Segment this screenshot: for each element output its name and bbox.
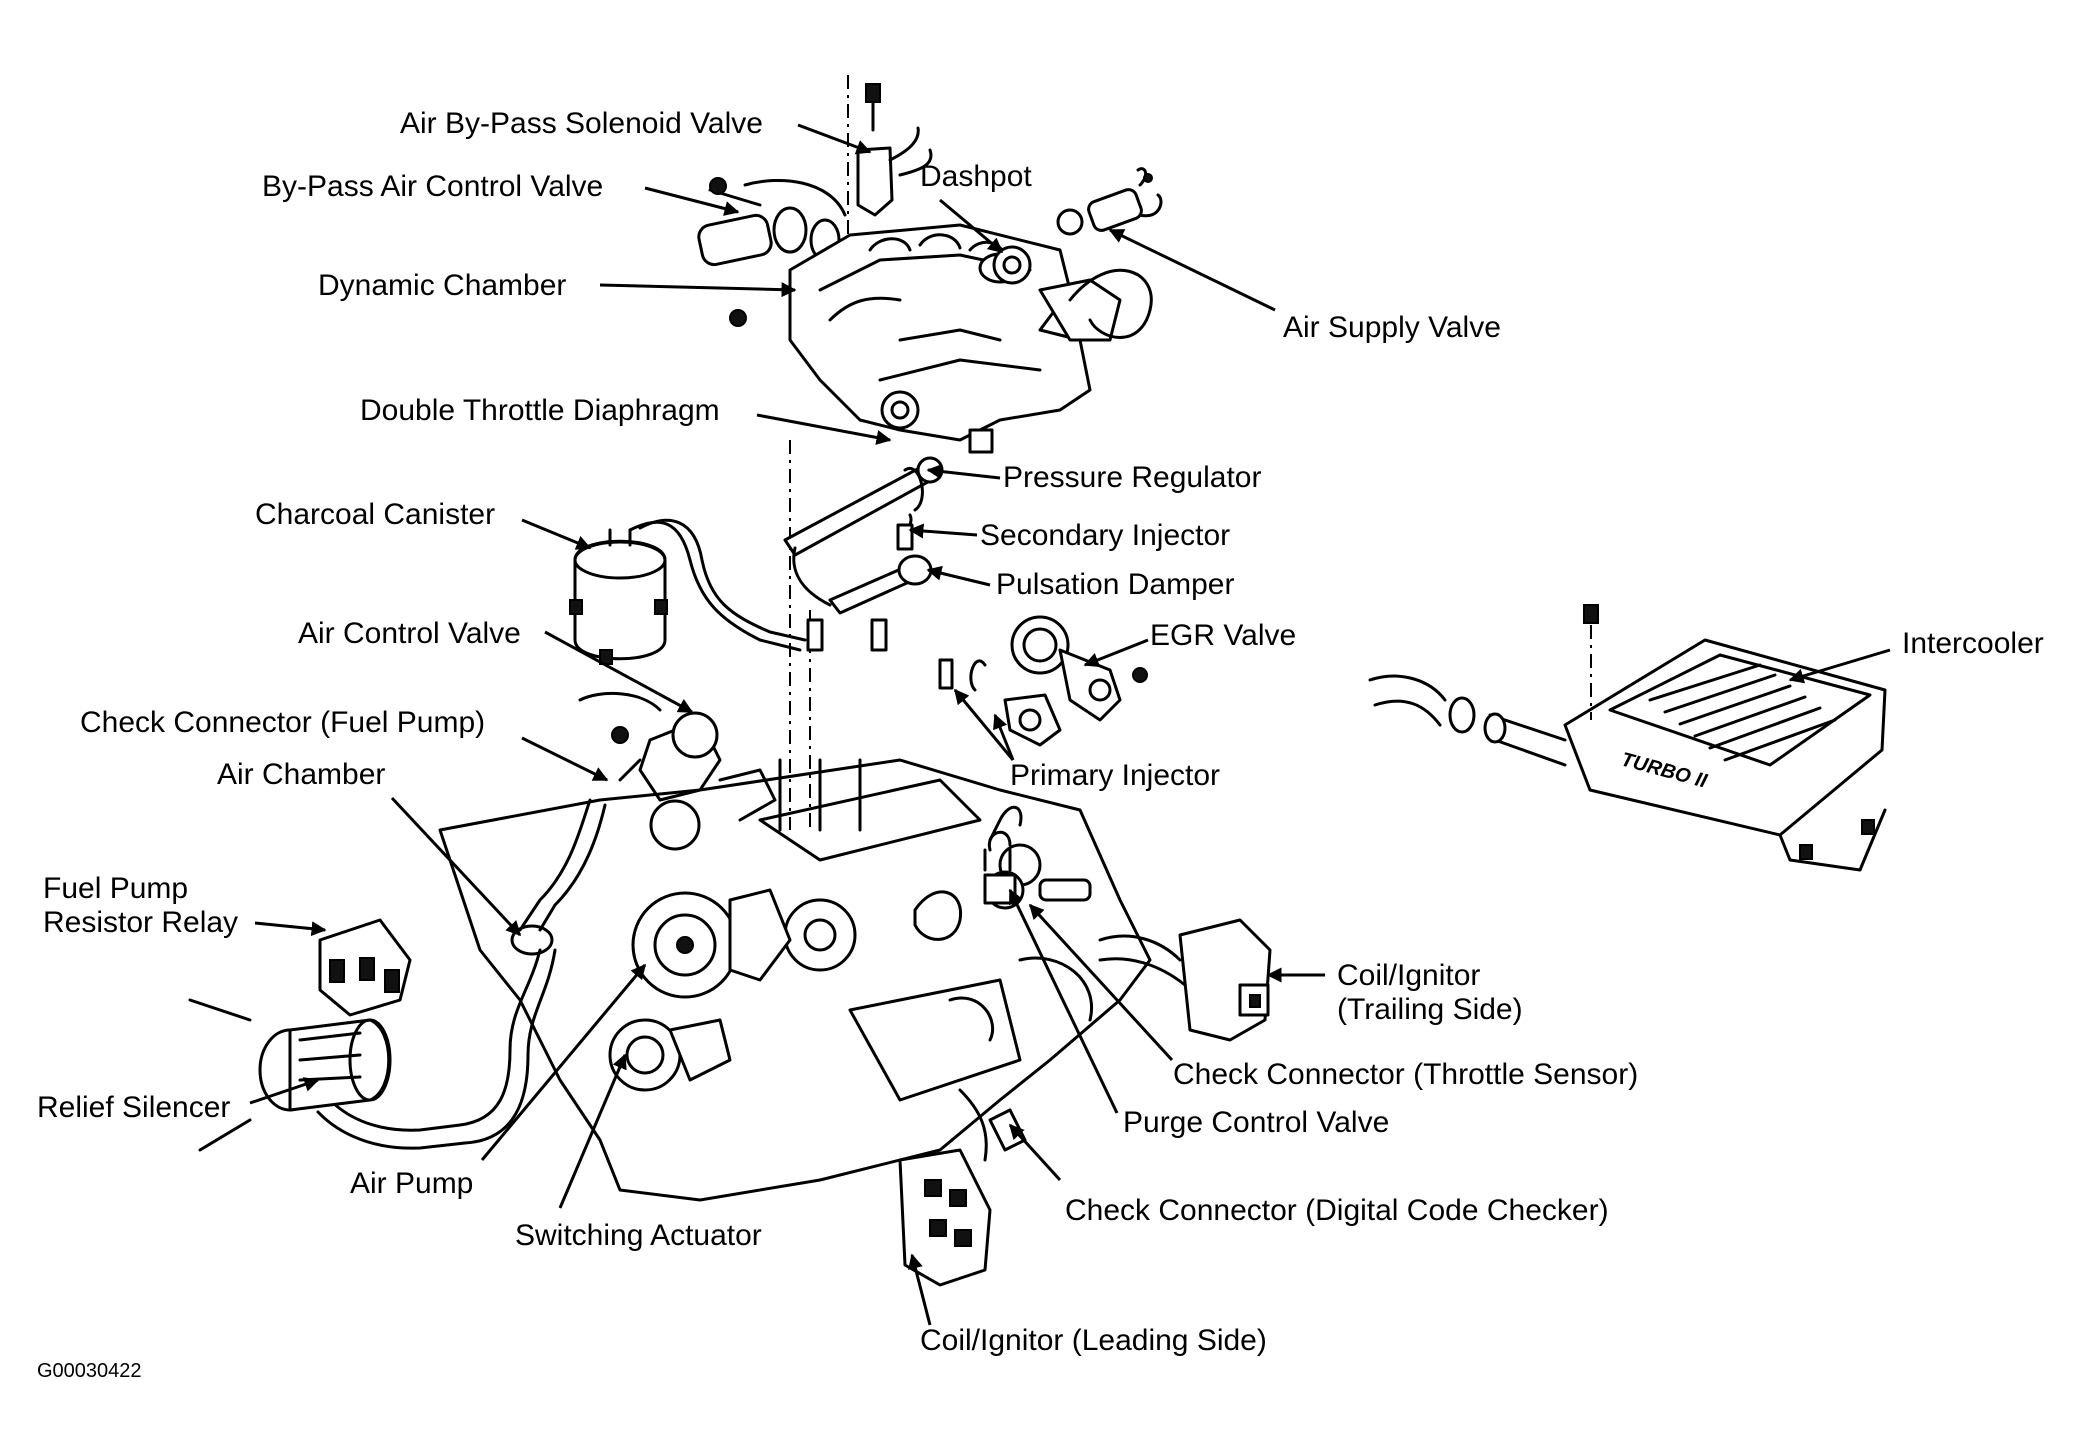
figure-id: G00030422: [37, 1360, 142, 1382]
label-intercooler: Intercooler: [1902, 627, 2044, 660]
fuel-rail-part: [783, 456, 944, 652]
fuel-pump-resistor-relay-part: [318, 918, 412, 1017]
label-coil-ignitor-trailing-1: Coil/Ignitor: [1337, 959, 1480, 992]
label-check-connector-digital-code-checker: Check Connector (Digital Code Checker): [1065, 1194, 1609, 1227]
label-pressure-regulator: Pressure Regulator: [1003, 461, 1261, 494]
callout-labels: Air By-Pass Solenoid Valve By-Pass Air C…: [37, 107, 2044, 1382]
engine-block-part: [438, 758, 1152, 1202]
label-fuel-pump-resistor-relay-2: Resistor Relay: [43, 906, 238, 939]
air-supply-valve-part: [1056, 167, 1163, 236]
air-pump-part: [631, 888, 792, 999]
label-air-pump: Air Pump: [350, 1167, 473, 1200]
label-check-connector-throttle-sensor: Check Connector (Throttle Sensor): [1173, 1058, 1638, 1091]
label-dynamic-chamber: Dynamic Chamber: [318, 269, 566, 302]
label-secondary-injector: Secondary Injector: [980, 519, 1230, 552]
relief-silencer-part: [188, 998, 392, 1152]
label-egr-valve: EGR Valve: [1150, 619, 1296, 652]
label-coil-ignitor-trailing-2: (Trailing Side): [1337, 993, 1523, 1026]
label-switching-actuator: Switching Actuator: [515, 1219, 762, 1252]
label-check-connector-fuel-pump: Check Connector (Fuel Pump): [80, 706, 485, 739]
charcoal-canister-part: [569, 518, 807, 665]
egr-valve-part: [938, 615, 1148, 747]
solenoid-bolt: [865, 83, 881, 132]
label-air-bypass-solenoid-valve: Air By-Pass Solenoid Valve: [400, 107, 763, 140]
dynamic-chamber-part: [729, 223, 1153, 454]
label-bypass-air-control-valve: By-Pass Air Control Valve: [262, 170, 603, 203]
dashpot-part: [992, 245, 1032, 285]
label-coil-ignitor-leading: Coil/Ignitor (Leading Side): [920, 1324, 1267, 1357]
coil-ignitor-leading-part: [898, 1088, 1027, 1287]
air-bypass-solenoid-valve-part: [856, 126, 933, 217]
label-air-supply-valve: Air Supply Valve: [1283, 311, 1501, 344]
bypass-air-control-valve-part: [697, 177, 847, 267]
label-purge-control-valve: Purge Control Valve: [1123, 1106, 1389, 1139]
intercooler-part: TURBO II: [1368, 604, 1887, 872]
label-double-throttle-diaphragm: Double Throttle Diaphragm: [360, 394, 720, 427]
air-control-valve-part: [578, 691, 777, 851]
label-pulsation-damper: Pulsation Damper: [996, 568, 1234, 601]
engine-parts-drawing: TURBO II: [188, 75, 1887, 1287]
label-dashpot: Dashpot: [920, 160, 1032, 193]
label-fuel-pump-resistor-relay-1: Fuel Pump: [43, 872, 188, 905]
label-air-chamber: Air Chamber: [217, 758, 385, 791]
leader-arrows: [249, 123, 1891, 1326]
air-chamber-part: [316, 798, 607, 1150]
label-air-control-valve: Air Control Valve: [298, 617, 521, 650]
coil-ignitor-trailing-part: [1098, 918, 1272, 1042]
switching-actuator-part: [608, 1018, 732, 1092]
label-relief-silencer: Relief Silencer: [37, 1091, 230, 1124]
label-charcoal-canister: Charcoal Canister: [255, 498, 495, 531]
label-primary-injector: Primary Injector: [1010, 759, 1220, 792]
